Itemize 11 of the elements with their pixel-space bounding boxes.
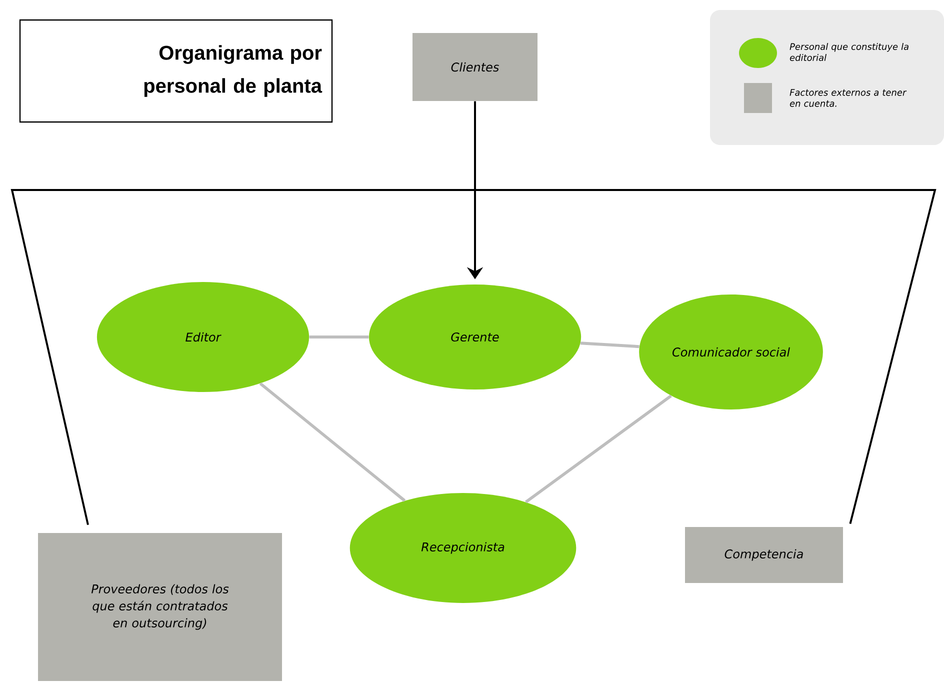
- connector: [259, 382, 406, 502]
- legend-text: Personal que constituye la editorial: [790, 43, 908, 61]
- factor-box: Proveedores (todos los que están contratados en outsourcing): [38, 533, 282, 681]
- title-box: Organigrama por personal de planta: [19, 19, 333, 123]
- connector: [524, 394, 672, 504]
- connector: [580, 342, 640, 348]
- legend-text: Factores externos a tener en cuenta.: [790, 89, 907, 107]
- factor-box: Clientes: [412, 33, 538, 101]
- connector: [309, 336, 369, 338]
- factor-box: Competencia: [685, 527, 843, 583]
- connector: [10, 189, 936, 526]
